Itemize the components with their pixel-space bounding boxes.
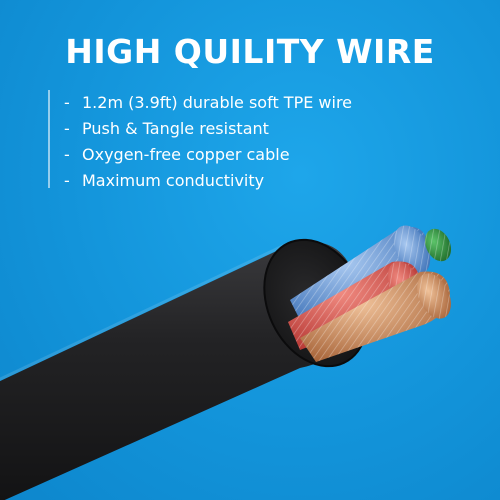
feature-text: Push & Tangle resistant [82,119,269,138]
feature-item: -Push & Tangle resistant [64,116,352,142]
feature-item: -Maximum conductivity [64,168,352,194]
headline: HIGH QUILITY WIRE [65,32,435,71]
green-wire [424,228,452,262]
cable-cross-section-illustration [0,225,452,500]
feature-list: -1.2m (3.9ft) durable soft TPE wire -Pus… [48,90,352,190]
bullet-dash: - [64,119,70,138]
feature-item: -Oxygen-free copper cable [64,142,352,168]
bullet-dash: - [64,93,70,112]
bullet-dash: - [64,171,70,190]
feature-text: Oxygen-free copper cable [82,145,290,164]
feature-text: Maximum conductivity [82,171,265,190]
copper-wire [300,271,451,362]
feature-item: -1.2m (3.9ft) durable soft TPE wire [64,90,352,116]
bullet-dash: - [64,145,70,164]
feature-text: 1.2m (3.9ft) durable soft TPE wire [82,93,353,112]
